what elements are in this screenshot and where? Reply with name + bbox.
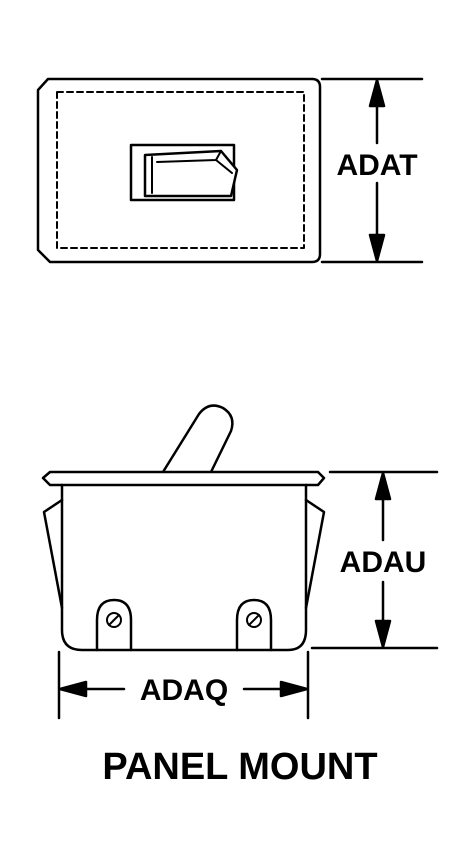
spring-clip-right (304, 498, 326, 610)
top-plate-dashed-cutout (56, 91, 305, 249)
adat-dimension-arrow (368, 78, 386, 263)
mounting-flange (41, 470, 326, 487)
spring-clip-left (42, 498, 64, 610)
label-adaq: ADAQ (140, 674, 228, 707)
top-plate-outline (36, 77, 322, 264)
switch-body (60, 483, 308, 652)
adaq-dimension-arrow (58, 680, 309, 698)
caption-panel-mount: PANEL MOUNT (102, 746, 377, 788)
screw-terminal-icon (95, 598, 133, 652)
label-adau: ADAU (340, 546, 427, 579)
adau-dimension-arrow (374, 471, 392, 649)
label-adat: ADAT (336, 149, 417, 182)
screw-terminal-icon (235, 598, 273, 652)
side-view (41, 404, 439, 720)
top-view (36, 77, 424, 264)
toggle-lever (161, 404, 234, 474)
switch-top-view-icon (143, 149, 239, 198)
